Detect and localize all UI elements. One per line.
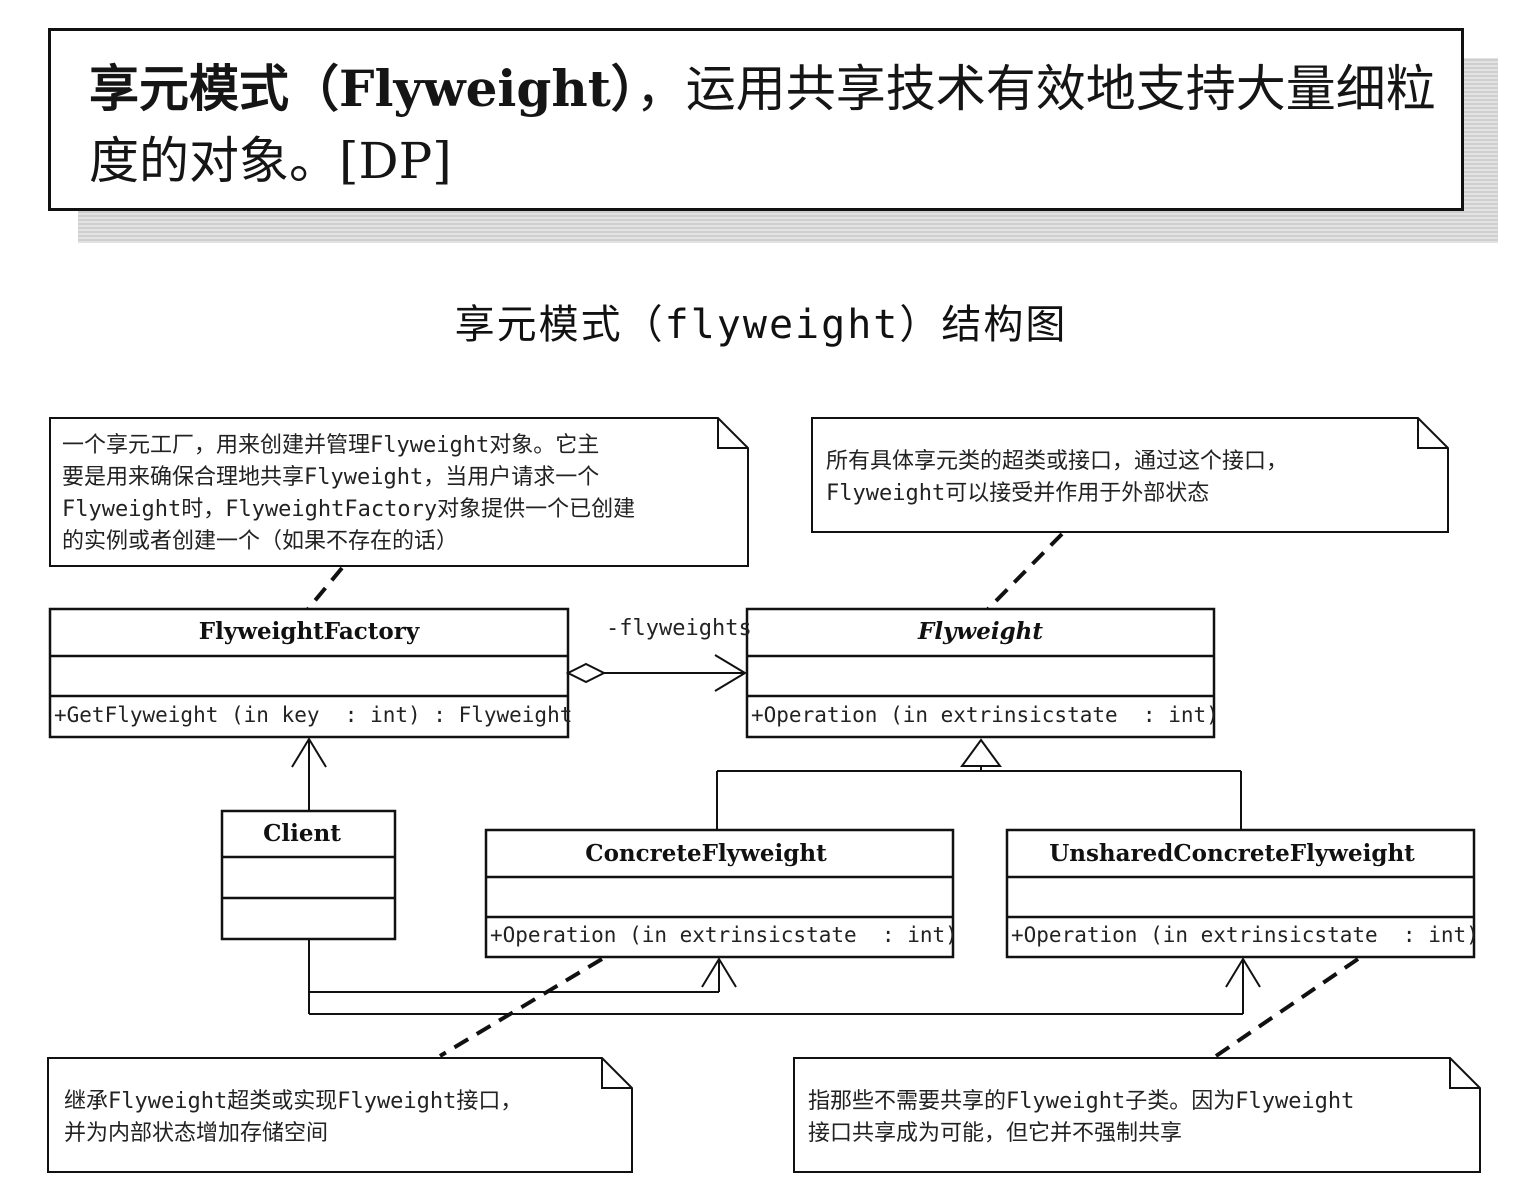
aggregation-diamond xyxy=(565,662,607,684)
unshared-note-text: 指那些不需要共享的Flyweight子类。因为Flyweight 接口共享成为可… xyxy=(808,1089,1355,1146)
generalization-triangle xyxy=(960,738,1002,767)
definition-text: 享元模式（Flyweight），运用共享技术有效地支持大量细粒度的对象。[DP] xyxy=(89,53,1449,197)
diagram-title: 享元模式（flyweight）结构图 xyxy=(454,302,1068,348)
unshared-note-anchor xyxy=(1214,957,1360,1058)
aggregation-arrowhead xyxy=(714,654,747,692)
definition-box: 享元模式（Flyweight），运用共享技术有效地支持大量细粒度的对象。[DP] xyxy=(48,28,1464,211)
flyweight-note-shape xyxy=(811,417,1449,533)
concrete-note-fold xyxy=(601,1058,632,1089)
client-factory-arrowhead xyxy=(291,737,327,768)
flyweight-factory-name: FlyweightFactory xyxy=(198,618,420,645)
client-concrete-arrowhead xyxy=(701,957,737,988)
concrete-note-shape xyxy=(47,1057,633,1173)
definition-body: ，运用共享技术有效地支持大量细粒度的对象。[DP] xyxy=(89,60,1436,190)
flyweight-operation: +Operation (in extrinsicstate : int) xyxy=(751,703,1219,727)
unshared-note-shape xyxy=(793,1057,1481,1173)
flyweight-factory-operation: +GetFlyweight (in key : int) : Flyweight xyxy=(54,703,573,727)
flyweight-factory-box xyxy=(48,607,570,739)
concrete-flyweight-box xyxy=(484,828,955,959)
factory-note-anchor xyxy=(306,566,344,611)
factory-note-text: 一个享元工厂，用来创建并管理Flyweight对象。它主 要是用来确保合理地共享… xyxy=(62,433,636,554)
flyweight-note-text: 所有具体享元类的超类或接口，通过这个接口， Flyweight可以接受并作用于外… xyxy=(826,449,1289,506)
flyweight-note-anchor xyxy=(986,532,1064,611)
association-label: -flyweights xyxy=(606,616,752,641)
unshared-concrete-flyweight-name: UnsharedConcreteFlyweight xyxy=(1049,840,1415,867)
concrete-note-anchor xyxy=(438,957,604,1058)
concrete-flyweight-name: ConcreteFlyweight xyxy=(585,840,827,867)
flyweight-name: Flyweight xyxy=(917,618,1044,645)
flyweight-box xyxy=(745,607,1216,739)
definition-term: 享元模式（Flyweight） xyxy=(89,59,636,118)
unshared-concrete-flyweight-box xyxy=(1005,828,1476,959)
unshared-note-fold xyxy=(1449,1058,1480,1089)
factory-note-shape xyxy=(49,417,749,567)
concrete-note-text: 继承Flyweight超类或实现Flyweight接口， 并为内部状态增加存储空… xyxy=(64,1089,523,1146)
client-unshared-arrowhead xyxy=(1225,957,1261,988)
client-box xyxy=(220,809,397,941)
client-name: Client xyxy=(263,820,341,847)
unshared-concrete-flyweight-operation: +Operation (in extrinsicstate : int) xyxy=(1011,923,1479,947)
factory-note-fold xyxy=(717,418,748,449)
flyweight-note-fold xyxy=(1417,418,1448,449)
concrete-flyweight-operation: +Operation (in extrinsicstate : int) xyxy=(490,923,958,947)
